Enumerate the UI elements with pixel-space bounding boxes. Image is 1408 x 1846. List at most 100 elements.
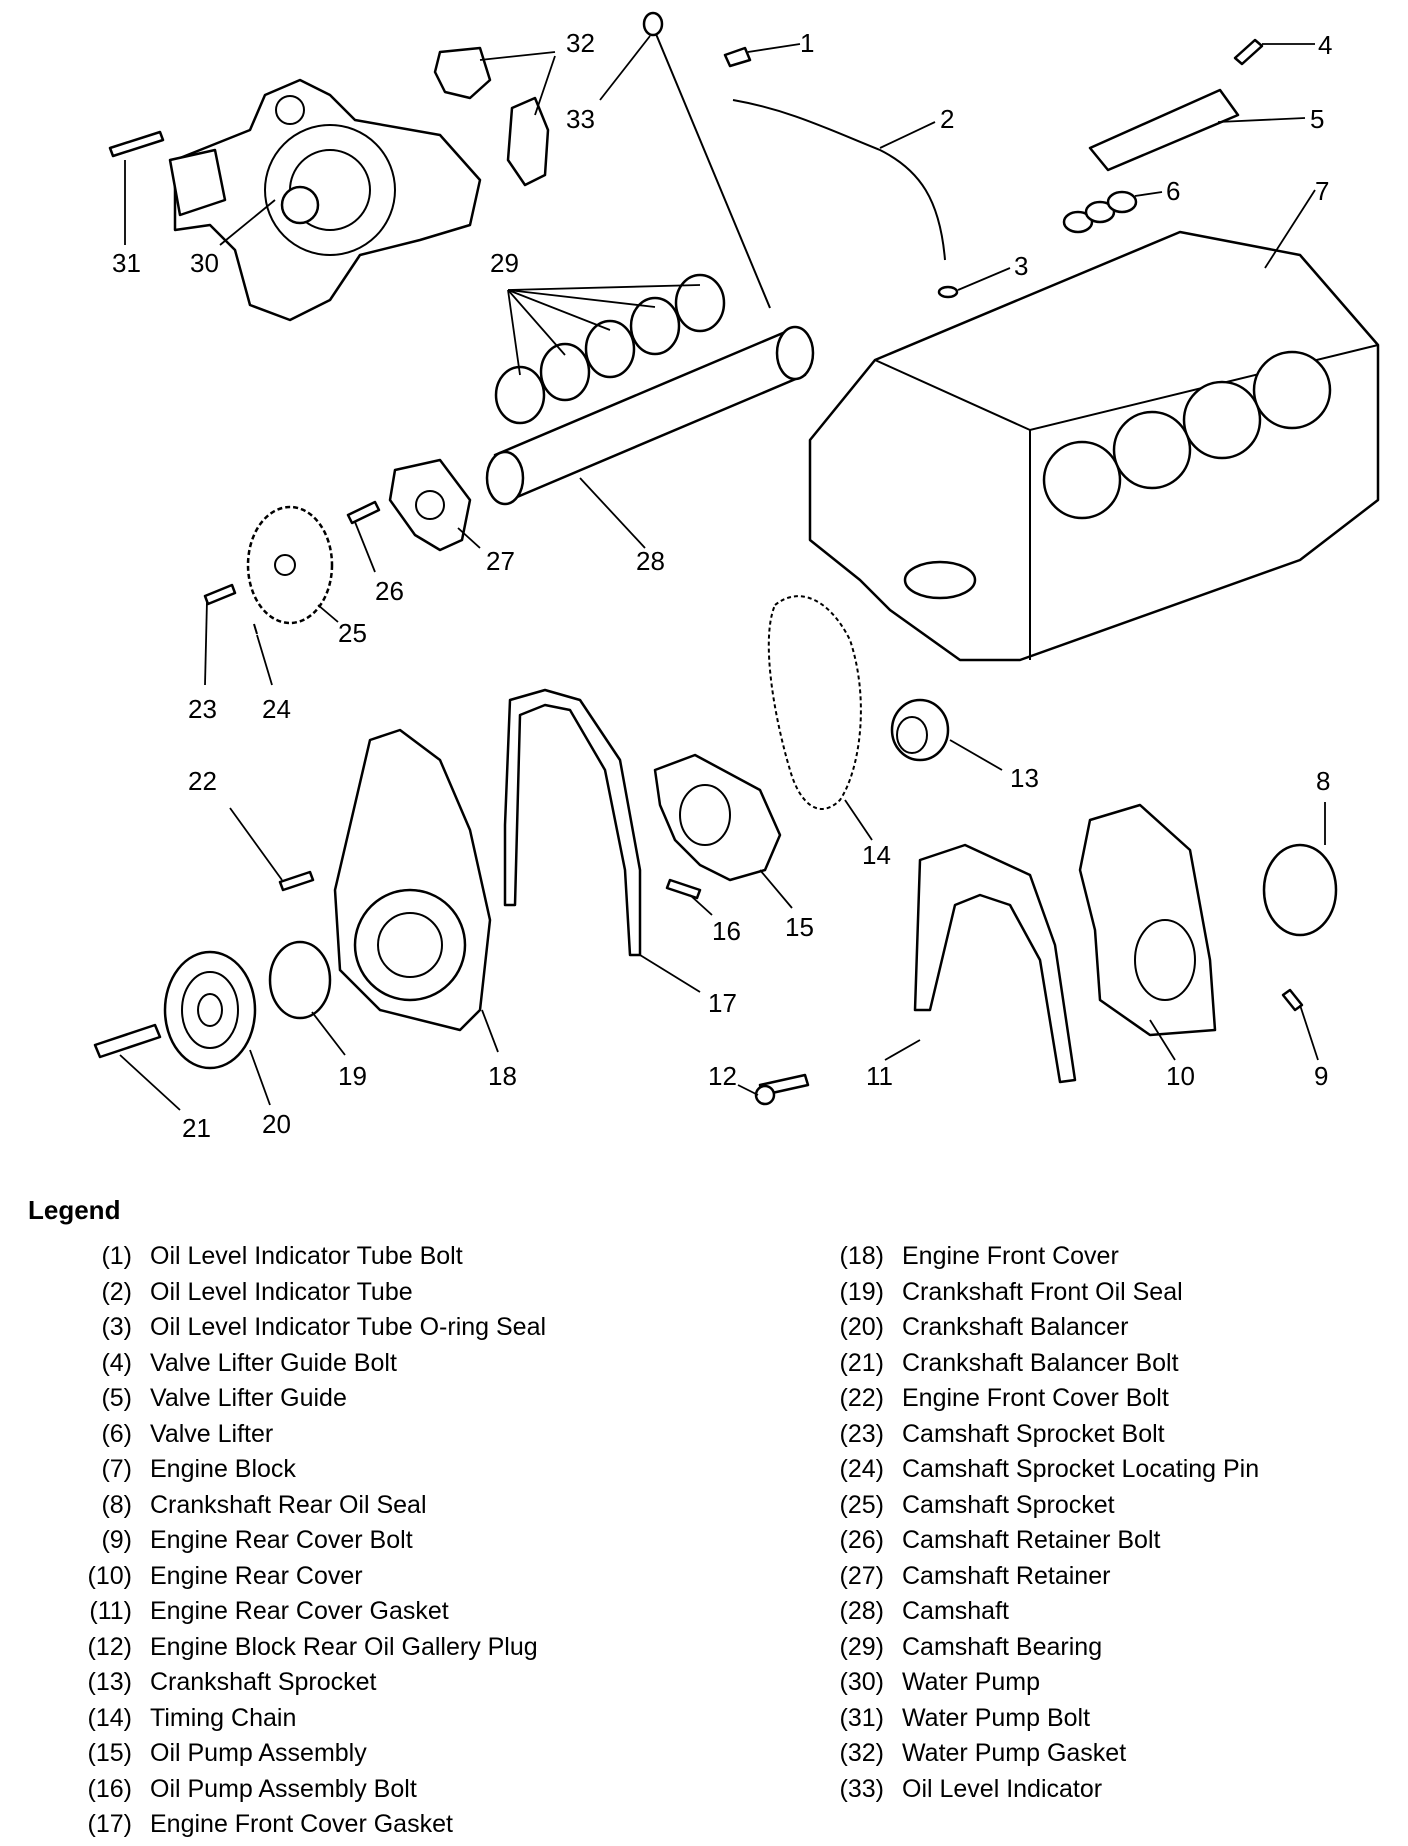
legend-item: (21) Crankshaft Balancer Bolt — [818, 1349, 1259, 1385]
legend-item: (16)Oil Pump Assembly Bolt — [66, 1775, 546, 1811]
legend-item-label: Camshaft Sprocket Locating Pin — [902, 1455, 1260, 1483]
engine-rear-cover-gasket-drawing — [913, 843, 1077, 1084]
legend-item-label: Crankshaft Front Oil Seal — [902, 1277, 1183, 1306]
callout-2: 2 — [940, 104, 954, 134]
legend-item-label: Crankshaft Rear Oil Seal — [150, 1490, 427, 1519]
callout-33: 33 — [566, 104, 595, 134]
callout-5: 5 — [1310, 104, 1324, 134]
legend-item-label: Oil Level Indicator — [902, 1774, 1103, 1803]
legend-item-label: Crankshaft Balancer Bolt — [902, 1348, 1179, 1377]
crankshaft-balancer-drawing — [163, 950, 257, 1070]
legend-item-number: (22) — [839, 1384, 884, 1412]
legend-item: (28)Camshaft — [818, 1597, 1259, 1633]
legend-item: (8) Crankshaft Rear Oil Seal — [66, 1491, 546, 1527]
legend-item-number: (10) — [87, 1561, 132, 1590]
legend-item: (20)Crankshaft Balancer — [818, 1313, 1259, 1349]
legend-item-label: Engine Front Cover Gasket — [150, 1810, 453, 1838]
legend-item: (11)Engine Rear Cover Gasket — [66, 1597, 546, 1633]
legend-item-number: (32) — [839, 1739, 884, 1767]
legend-item-number: (15) — [87, 1739, 132, 1767]
legend-item-number: (12) — [87, 1632, 132, 1661]
engine-front-cover-drawing — [333, 728, 492, 1032]
legend-item-number: (7) — [101, 1455, 132, 1483]
legend-title: Legend — [28, 1195, 121, 1225]
legend-item-number: (25) — [839, 1490, 884, 1519]
legend-item-label: Valve Lifter — [150, 1419, 274, 1448]
legend-item-number: (8) — [101, 1490, 132, 1519]
legend-item-label: Engine Rear Cover Gasket — [150, 1597, 449, 1625]
callout-11: 11 — [866, 1061, 893, 1091]
callout-30: 30 — [190, 248, 219, 278]
legend-item: (6) Valve Lifter — [66, 1420, 546, 1456]
legend-item: (4)Valve Lifter Guide Bolt — [66, 1349, 546, 1385]
oil-level-indicator-tube-drawing — [732, 99, 946, 261]
legend-item-label: Engine Rear Cover Bolt — [150, 1526, 413, 1554]
legend-item-label: Engine Rear Cover — [150, 1561, 363, 1590]
callout-32: 32 — [566, 28, 595, 58]
legend-item: (7)Engine Block — [66, 1455, 546, 1491]
callout-6: 6 — [1166, 176, 1180, 206]
legend-column-right: (18)Engine Front Cover (19) Crankshaft Fr… — [818, 1242, 1260, 1811]
callout-16: 16 — [712, 916, 741, 946]
legend-item-number: (29) — [839, 1632, 884, 1661]
callout-12: 12 — [708, 1061, 737, 1091]
water-pump-gasket-drawing — [433, 46, 492, 100]
legend-column-left: (1)Oil Level Indicator Tube Bolt (2)Oil … — [66, 1242, 547, 1846]
valve-lifter-drawing — [1062, 190, 1138, 234]
legend-item-number: (31) — [839, 1703, 884, 1732]
callout-28: 28 — [636, 546, 665, 576]
legend-item: (33) Oil Level Indicator — [818, 1775, 1259, 1811]
legend-item: (2)Oil Level Indicator Tube — [66, 1278, 546, 1314]
legend-item-number: (21) — [839, 1348, 884, 1377]
legend-item-label: Engine Front Cover Bolt — [902, 1384, 1169, 1412]
legend-item-number: (17) — [87, 1810, 132, 1838]
legend-item: (18)Engine Front Cover — [818, 1242, 1259, 1278]
legend-item-number: (6) — [101, 1419, 132, 1448]
legend-item: (29) Camshaft Bearing — [818, 1633, 1259, 1669]
water-pump-drawing — [168, 78, 482, 322]
callout-20: 20 — [262, 1109, 291, 1139]
legend-item-label: Engine Block Rear Oil Gallery Plug — [150, 1632, 538, 1661]
camshaft-retainer-bolt-drawing — [346, 500, 381, 525]
exploded-engine-diagram: 1 2 3 4 5 6 7 8 9 10 11 12 13 14 15 16 1… — [93, 11, 1380, 1143]
valve-lifter-guide-drawing — [1088, 88, 1240, 172]
callout-9: 9 — [1314, 1061, 1328, 1091]
legend-item: (32)Water Pump Gasket — [818, 1739, 1259, 1775]
legend-item: (14)Timing Chain — [66, 1704, 546, 1740]
legend-item-label: Camshaft Retainer — [902, 1561, 1111, 1590]
engine-block-drawing — [808, 230, 1380, 662]
legend-item-number: (26) — [839, 1526, 884, 1554]
camshaft-sprocket-drawing — [246, 505, 334, 625]
camshaft-sprocket-bolt-drawing — [203, 583, 237, 606]
callout-labels: 1 2 3 4 5 6 7 8 9 10 11 12 13 14 15 16 1… — [112, 28, 1332, 1143]
legend-item-label: Water Pump Bolt — [902, 1703, 1091, 1732]
crankshaft-rear-oil-seal-drawing — [1262, 843, 1338, 937]
callout-26: 26 — [375, 576, 404, 606]
legend-item-label: Timing Chain — [150, 1703, 297, 1732]
callout-23: 23 — [188, 694, 217, 724]
legend-item-number: (20) — [839, 1313, 884, 1341]
legend-item-label: Camshaft — [902, 1597, 1009, 1625]
callout-29: 29 — [490, 248, 519, 278]
legend-item-number: (13) — [87, 1668, 132, 1696]
legend-item-number: (33) — [839, 1774, 884, 1803]
callout-7: 7 — [1315, 176, 1329, 206]
legend-item-label: Crankshaft Sprocket — [150, 1668, 377, 1696]
oil-level-indicator-drawing — [642, 11, 771, 309]
legend-item: (25)Camshaft Sprocket — [818, 1491, 1259, 1527]
callout-17: 17 — [708, 988, 737, 1018]
leader-lines — [119, 35, 1326, 1111]
legend-item: (22) Engine Front Cover Bolt — [818, 1384, 1259, 1420]
callout-22: 22 — [188, 766, 217, 796]
legend-item-number: (19) — [839, 1277, 884, 1306]
engine-rear-cover-bolt-drawing — [1281, 988, 1304, 1012]
legend-item-label: Camshaft Bearing — [902, 1632, 1103, 1661]
legend-item-label: Oil Level Indicator Tube — [150, 1277, 413, 1306]
legend-item: (15)Oil Pump Assembly — [66, 1739, 546, 1775]
legend-item: (5)Valve Lifter Guide — [66, 1384, 546, 1420]
legend-item: (23)Camshaft Sprocket Bolt — [818, 1420, 1259, 1456]
legend-item: (26)Camshaft Retainer Bolt — [818, 1526, 1259, 1562]
legend-item: (17) Engine Front Cover Gasket — [66, 1810, 546, 1846]
legend-item-number: (23) — [839, 1419, 884, 1448]
callout-24: 24 — [262, 694, 291, 724]
